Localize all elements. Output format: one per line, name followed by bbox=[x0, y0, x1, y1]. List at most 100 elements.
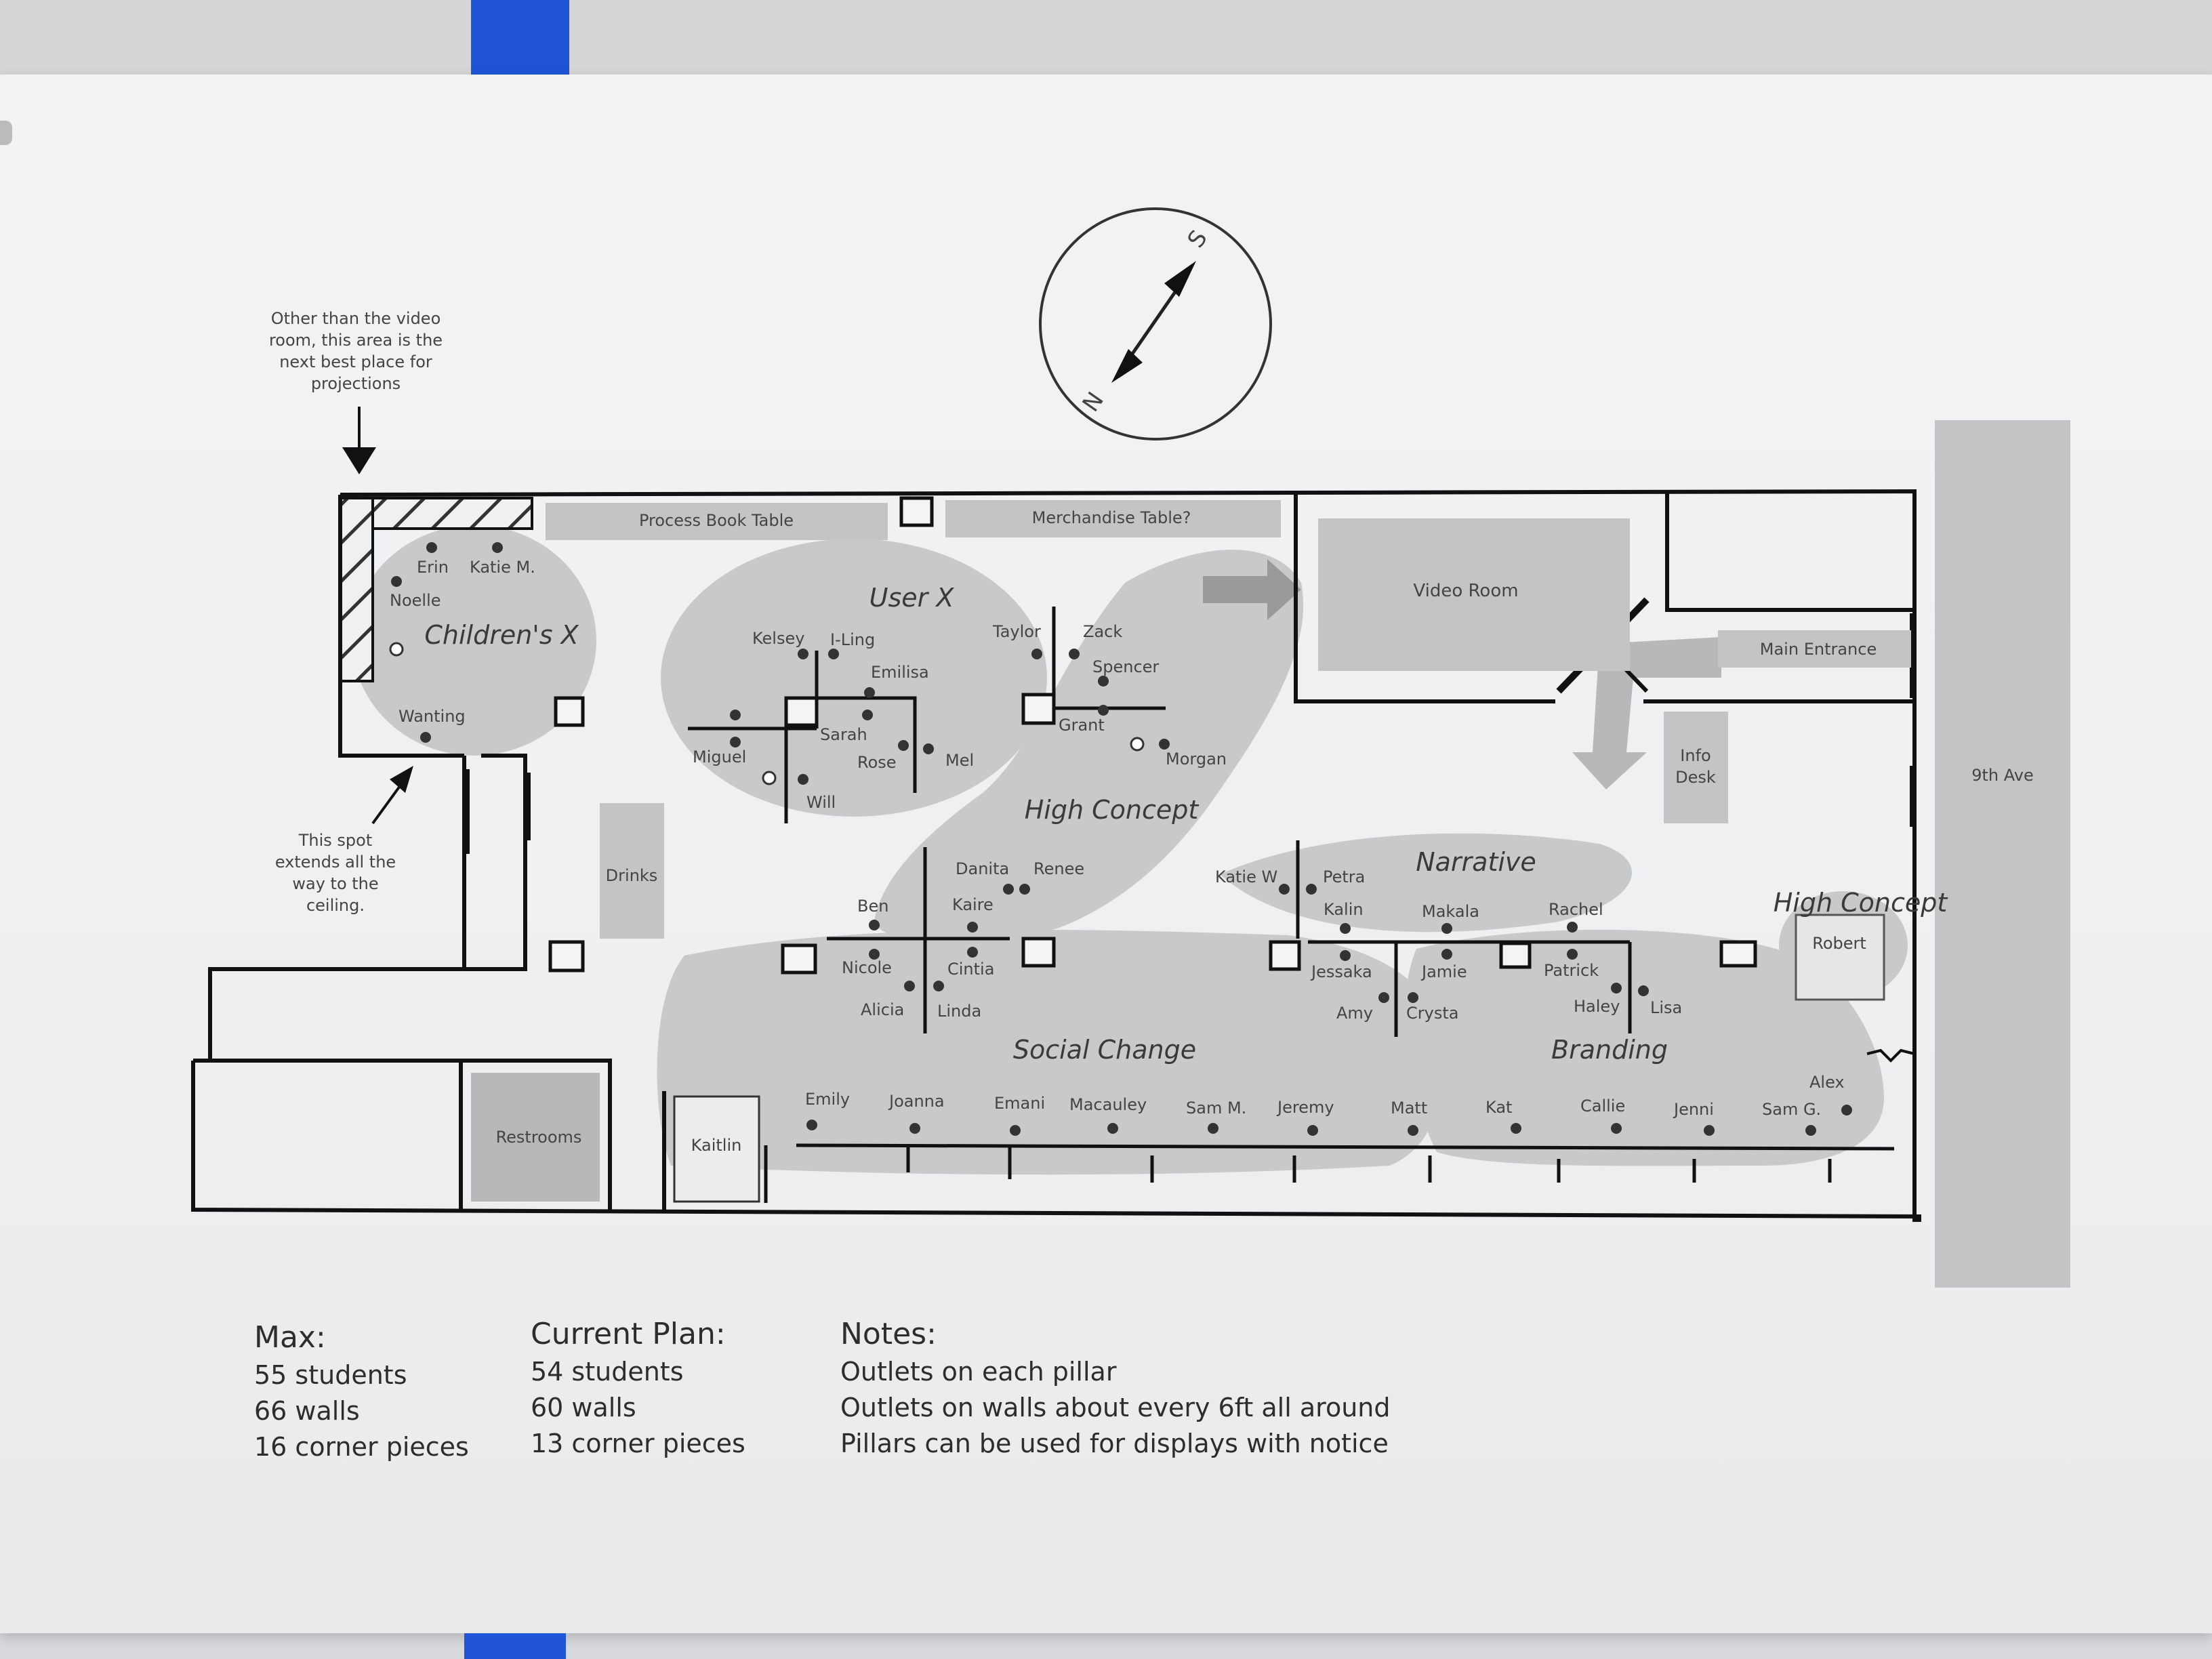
blue-tape-top bbox=[471, 0, 569, 80]
student-name: Jessaka bbox=[1310, 962, 1372, 981]
student-name: Ben bbox=[857, 897, 888, 916]
student-name: Noelle bbox=[390, 591, 441, 610]
student-name: Emani bbox=[994, 1094, 1045, 1113]
pillar bbox=[554, 696, 585, 727]
zone-narrative-area bbox=[1220, 833, 1632, 933]
projection-note-line-4: projections bbox=[311, 374, 401, 393]
student-name: Katie W bbox=[1215, 867, 1277, 886]
student-name: Linda bbox=[937, 1002, 981, 1021]
process-book-table bbox=[546, 503, 888, 540]
zone-high-concept-area bbox=[874, 550, 1304, 942]
compass-arrow-s bbox=[1164, 261, 1196, 297]
info-desk-label-1: Info bbox=[1680, 746, 1711, 765]
video-room bbox=[1318, 518, 1630, 671]
student-name: Alex bbox=[1809, 1073, 1845, 1092]
student-name: Erin bbox=[417, 558, 449, 577]
street-label: 9th Ave bbox=[1971, 766, 2034, 785]
ceiling-note-line-2: extends all the bbox=[275, 853, 396, 872]
robert-label: Robert bbox=[1812, 934, 1866, 953]
outlet-markers bbox=[389, 642, 1145, 785]
video-room-label: Video Room bbox=[1413, 581, 1518, 601]
student-name: Kalin bbox=[1324, 900, 1364, 919]
zone-childrens-x-area bbox=[352, 525, 596, 756]
student-names: Erin Katie M. Noelle Wanting Kelsey I-Li… bbox=[390, 558, 1845, 1119]
student-name: Grant bbox=[1059, 716, 1105, 735]
zone-user-x-label: User X bbox=[869, 583, 955, 613]
hatched-storage-top bbox=[371, 497, 533, 530]
robert-booth bbox=[1795, 914, 1885, 1001]
pillar bbox=[1719, 940, 1757, 968]
process-book-table-label: Process Book Table bbox=[639, 511, 794, 530]
student-name: Cintia bbox=[947, 960, 994, 979]
student-name: Spencer bbox=[1092, 657, 1159, 676]
pillar bbox=[548, 940, 585, 972]
student-name: Wanting bbox=[398, 707, 466, 726]
zone-social-change-area bbox=[657, 929, 1443, 1175]
student-name: Emily bbox=[805, 1090, 850, 1109]
student-name: Lisa bbox=[1650, 998, 1682, 1017]
pillar bbox=[1021, 693, 1056, 725]
student-name: Petra bbox=[1323, 867, 1365, 886]
student-name: Kelsey bbox=[752, 629, 804, 648]
student-name: Sarah bbox=[820, 725, 867, 744]
building-walls bbox=[191, 489, 1922, 1222]
zone-user-x-area bbox=[661, 539, 1047, 817]
main-entrance bbox=[1718, 630, 1911, 668]
flow-arrow-right bbox=[1203, 559, 1301, 620]
student-name: I-Ling bbox=[830, 630, 875, 649]
student-name: Jenni bbox=[1673, 1100, 1714, 1119]
student-name: Renee bbox=[1033, 859, 1084, 878]
projection-note-line-2: room, this area is the bbox=[269, 331, 443, 350]
merchandise-table bbox=[945, 500, 1281, 537]
ceiling-note: This spot extends all the way to the cei… bbox=[275, 766, 413, 915]
student-name: Callie bbox=[1580, 1097, 1625, 1115]
student-name: Jeremy bbox=[1276, 1098, 1334, 1117]
compass-arrow-n bbox=[1111, 349, 1143, 383]
projection-note-line-3: next best place for bbox=[279, 352, 432, 371]
street-9th-ave bbox=[1935, 420, 2070, 1288]
info-desk-label-2: Desk bbox=[1675, 768, 1716, 787]
kaitlin-label: Kaitlin bbox=[691, 1136, 742, 1155]
student-name: Mel bbox=[945, 751, 974, 770]
student-name: Alicia bbox=[861, 1000, 904, 1019]
student-name: Miguel bbox=[693, 747, 746, 766]
student-name: Kaire bbox=[952, 895, 994, 914]
pillar bbox=[781, 943, 817, 975]
display-walls bbox=[688, 607, 1915, 1203]
student-name: Patrick bbox=[1544, 961, 1599, 980]
student-name: Crysta bbox=[1406, 1004, 1458, 1023]
student-name: Zack bbox=[1083, 622, 1122, 641]
student-name: Haley bbox=[1574, 997, 1620, 1016]
hatched-storage-side bbox=[339, 497, 374, 682]
pillar bbox=[784, 696, 819, 727]
drinks-label: Drinks bbox=[606, 866, 658, 885]
student-name: Sam G. bbox=[1762, 1100, 1821, 1119]
student-name: Jamie bbox=[1420, 962, 1467, 981]
zone-narrative-label: Narrative bbox=[1416, 847, 1536, 877]
ceiling-note-line-4: ceiling. bbox=[306, 896, 365, 915]
ceiling-note-line-3: way to the bbox=[292, 874, 378, 893]
student-name: Makala bbox=[1422, 902, 1479, 921]
blue-tape-bottom bbox=[464, 1633, 566, 1659]
pillar bbox=[899, 496, 934, 527]
zone-high-concept-2-label: High Concept bbox=[1774, 888, 1949, 918]
restrooms-label: Restrooms bbox=[496, 1128, 582, 1147]
merchandise-table-label: Merchandise Table? bbox=[1032, 508, 1191, 527]
pillar bbox=[1021, 937, 1056, 968]
zone-childrens-x-label: Children's X bbox=[424, 620, 579, 650]
drinks-table bbox=[600, 803, 664, 939]
student-name: Danita bbox=[956, 859, 1009, 878]
projection-note: Other than the video room, this area is … bbox=[269, 309, 443, 474]
ceiling-note-line-1: This spot bbox=[298, 831, 373, 850]
ceiling-note-arrow bbox=[390, 766, 413, 793]
pillar bbox=[1269, 940, 1301, 971]
compass: S N bbox=[1039, 207, 1272, 441]
restrooms bbox=[471, 1073, 600, 1202]
zone-social-change-label: Social Change bbox=[1013, 1035, 1196, 1065]
pin-mark bbox=[0, 121, 12, 145]
projection-note-line-1: Other than the video bbox=[271, 309, 441, 328]
kaitlin-booth bbox=[673, 1095, 760, 1203]
student-name: Sam M. bbox=[1186, 1099, 1246, 1118]
student-name: Will bbox=[806, 793, 836, 812]
